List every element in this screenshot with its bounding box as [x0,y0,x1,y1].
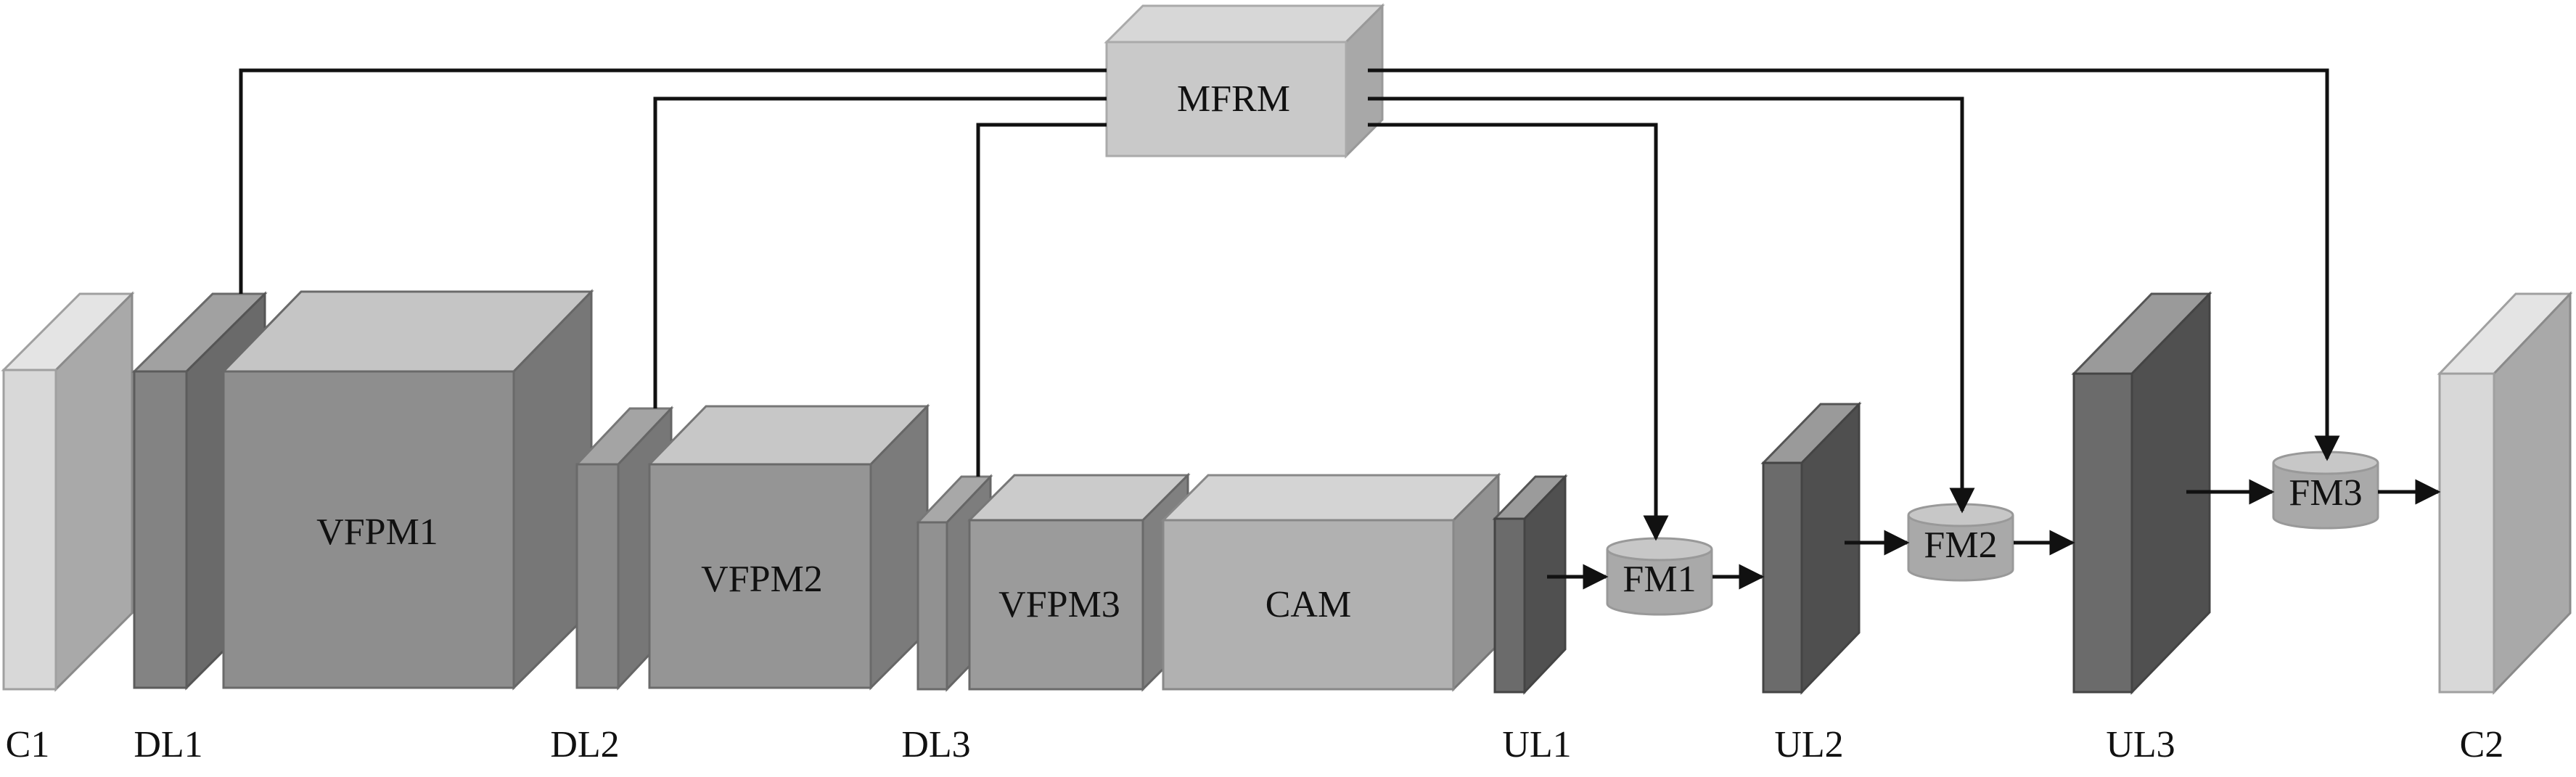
ul3-block [2071,291,2212,695]
decoder-flow-arrows [1547,479,2441,590]
fm2-block [1907,503,2014,582]
vfpm2-label: VFPM2 [701,559,823,600]
ul3-caption: UL3 [2106,724,2175,765]
mfrm-output-connections [1368,68,2340,541]
mfrm-to-fm2-arrow [1368,96,1975,514]
ul2-block [1760,401,1862,695]
dl1-to-mfrm-line [239,68,1107,294]
vfpm2-block [647,403,930,691]
mfrm-block [1104,3,1385,159]
dl1-caption: DL1 [134,724,202,765]
fm3-block [2272,451,2379,530]
c1-caption: C1 [6,724,50,765]
c2-block [2437,291,2573,695]
encoder-skip-connections [239,68,1107,477]
dl3-caption: DL3 [901,724,970,765]
dl2-caption: DL2 [550,724,619,765]
cam-label: CAM [1266,584,1351,625]
fm1-label: FM1 [1623,559,1696,600]
c2-caption: C2 [2460,724,2504,765]
cam-block [1160,472,1501,692]
mfrm-label: MFRM [1177,78,1290,120]
ul2-caption: UL2 [1774,724,1843,765]
vfpm1-label: VFPM1 [316,511,438,553]
fm3-label: FM3 [2289,472,2362,514]
fm2-label: FM2 [1924,525,1997,566]
vfpm3-label: VFPM3 [998,584,1120,625]
ul1-block [1492,474,1568,695]
vfpm1-block [221,289,594,691]
mfrm-to-fm3-arrow [1368,68,2340,461]
ul1-caption: UL1 [1502,724,1571,765]
dl2-to-mfrm-line [653,96,1107,408]
vfpm3-block [967,472,1191,692]
fm1-block [1606,537,1713,616]
c1-block [1,291,135,692]
dl3-to-mfrm-line [976,123,1107,477]
mfrm-to-fm1-arrow [1368,123,1669,541]
